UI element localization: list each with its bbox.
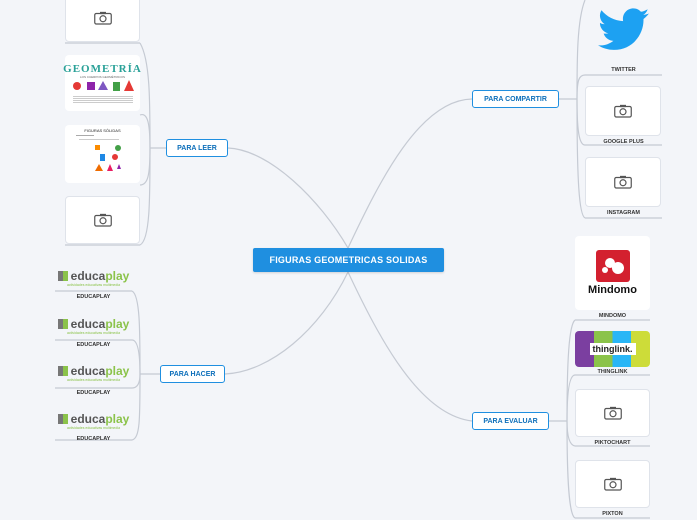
hacer-caption-4: EDUCAPLAY xyxy=(76,436,111,442)
educaplay-icon xyxy=(57,365,68,376)
logo-play: play xyxy=(105,316,130,331)
leer-image-card-1[interactable] xyxy=(65,0,140,42)
logo-edu: educa xyxy=(70,363,106,378)
evaluar-caption-2: THINGLINK xyxy=(597,369,628,375)
mindomo-wordmark: Mindomo xyxy=(588,284,637,296)
geometria-subtitle: LOS CUERPOS GEOMÉTRICOS xyxy=(79,75,125,79)
thinglink-wordmark: thinglink. xyxy=(589,343,636,355)
logo-edu: educa xyxy=(70,316,106,331)
educaplay-icon xyxy=(57,270,68,281)
evaluar-caption-4: PIXTON xyxy=(602,511,623,517)
camera-icon xyxy=(614,104,632,118)
central-topic[interactable]: FIGURAS GEOMETRICAS SOLIDAS xyxy=(253,248,444,272)
logo-sub: actividades educativas multimedia xyxy=(66,282,121,287)
hacer-caption-1: EDUCAPLAY xyxy=(76,294,111,300)
compartir-caption-3: INSTAGRAM xyxy=(607,210,640,216)
educaplay-icon xyxy=(57,413,68,424)
logo-sub: actividades educativas multimedia xyxy=(66,425,121,430)
twitter-logo[interactable] xyxy=(585,0,662,60)
camera-icon xyxy=(93,213,112,227)
logo-edu: educa xyxy=(70,411,106,426)
branch-para-evaluar[interactable]: PARA EVALUAR xyxy=(472,412,549,430)
logo-play: play xyxy=(105,411,130,426)
figuras-solidas-thumbnail[interactable]: FIGURAS SÓLIDAS xyxy=(65,125,140,183)
camera-icon xyxy=(614,175,632,189)
logo-sub: actividades educativas multimedia xyxy=(66,330,121,335)
geometria-title: GEOMETRÍA xyxy=(63,63,142,75)
branch-para-leer[interactable]: PARA LEER xyxy=(166,139,228,157)
figuras-title: FIGURAS SÓLIDAS xyxy=(84,128,121,133)
logo-edu: educa xyxy=(70,268,106,283)
camera-icon xyxy=(93,11,112,25)
camera-icon xyxy=(603,406,622,420)
logo-play: play xyxy=(105,363,130,378)
solid-figures-icon xyxy=(75,135,121,171)
google-plus-card[interactable] xyxy=(585,86,661,136)
branch-para-hacer[interactable]: PARA HACER xyxy=(160,365,225,383)
thinglink-logo[interactable]: thinglink. xyxy=(575,331,650,367)
geometria-thumbnail[interactable]: GEOMETRÍA LOS CUERPOS GEOMÉTRICOS xyxy=(63,55,142,111)
branch-para-compartir[interactable]: PARA COMPARTIR xyxy=(472,90,559,108)
leer-image-card-4[interactable] xyxy=(65,196,140,244)
logo-play: play xyxy=(105,268,130,283)
mindomo-logo-icon xyxy=(595,250,630,282)
hacer-caption-2: EDUCAPLAY xyxy=(76,342,111,348)
educaplay-icon xyxy=(57,318,68,329)
piktochart-card[interactable] xyxy=(575,389,650,437)
instagram-card[interactable] xyxy=(585,157,661,207)
pixton-card[interactable] xyxy=(575,460,650,508)
compartir-caption-1: TWITTER xyxy=(611,67,636,73)
camera-icon xyxy=(603,477,622,491)
twitter-bird-icon xyxy=(597,8,649,50)
hacer-caption-3: EDUCAPLAY xyxy=(76,390,111,396)
evaluar-caption-3: PIKTOCHART xyxy=(594,440,631,446)
logo-sub: actividades educativas multimedia xyxy=(66,377,121,382)
geometric-shapes-icon xyxy=(72,80,134,91)
evaluar-caption-1: MINDOMO xyxy=(598,313,627,319)
compartir-caption-2: GOOGLE PLUS xyxy=(603,139,644,145)
mindomo-logo[interactable]: Mindomo xyxy=(575,236,650,310)
geometria-body-text xyxy=(72,95,133,103)
